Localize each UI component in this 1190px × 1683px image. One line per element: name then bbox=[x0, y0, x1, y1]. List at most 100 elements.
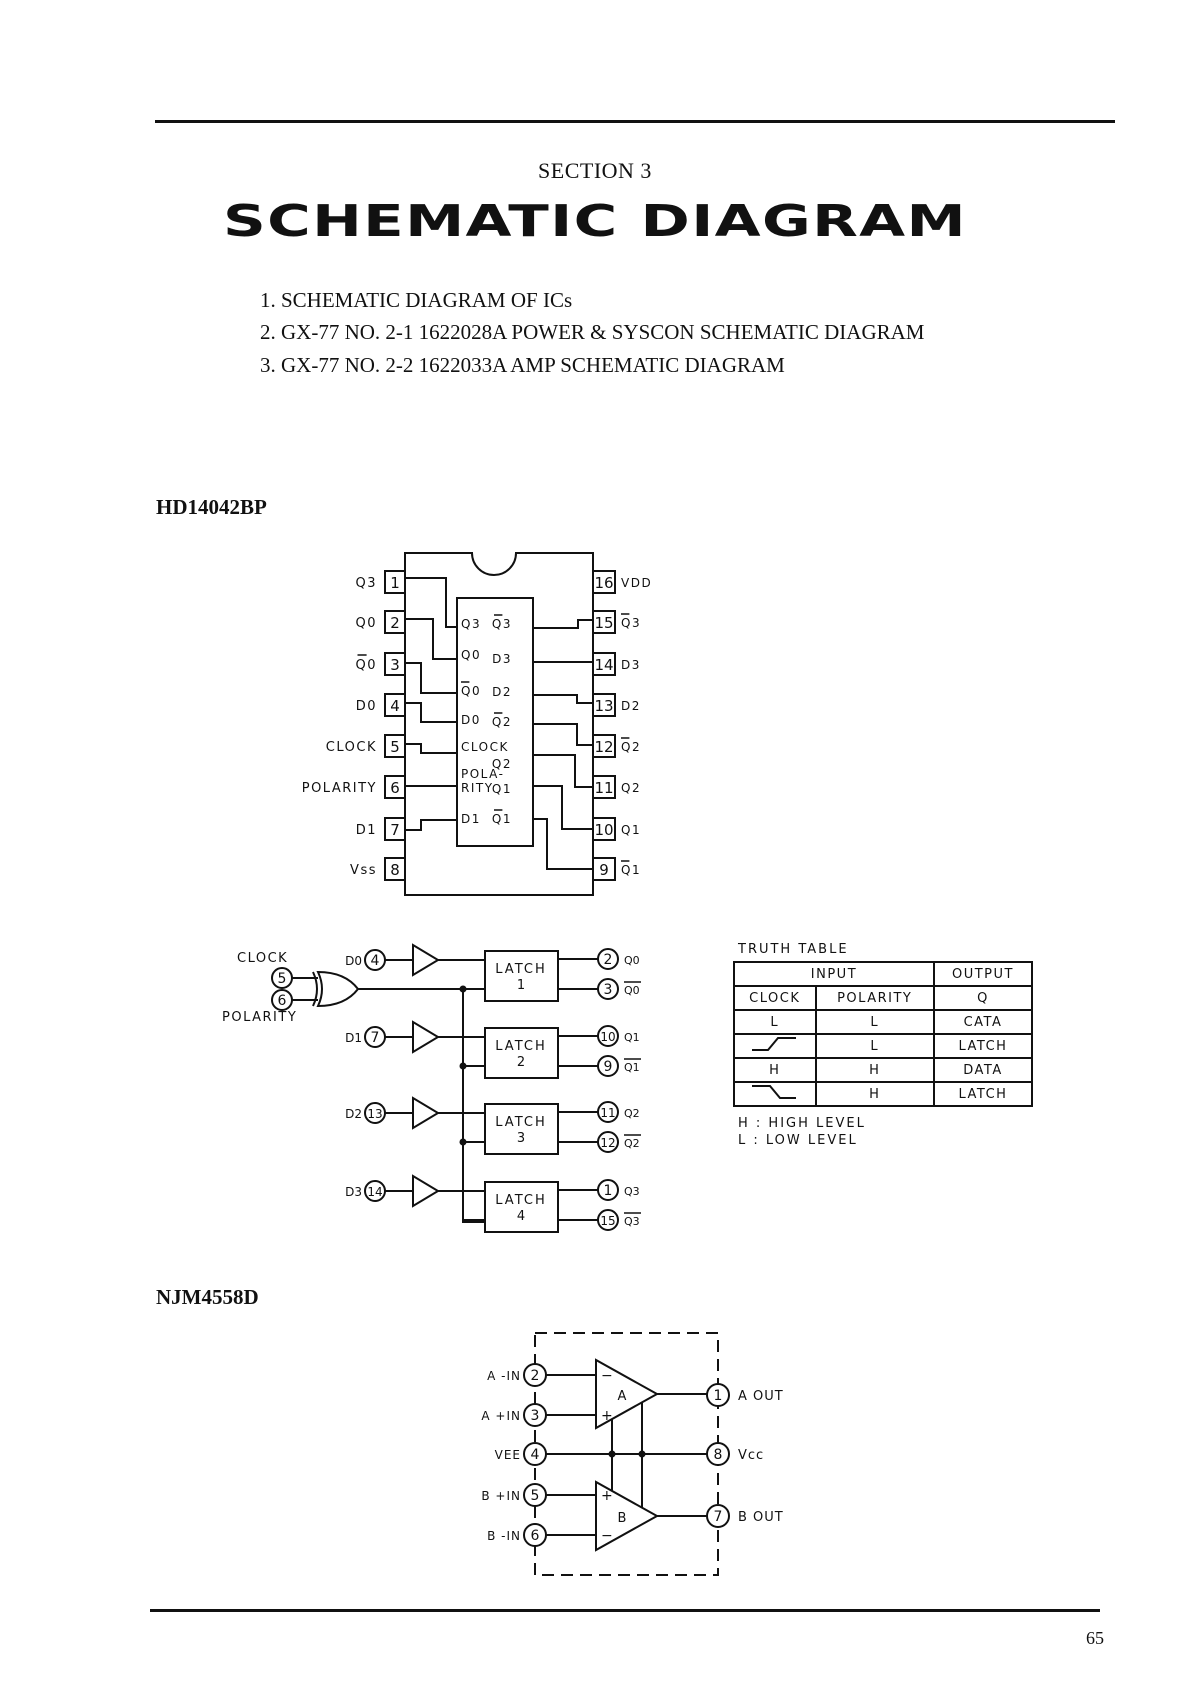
pin-number: 10 bbox=[600, 1030, 615, 1044]
rising-edge-icon bbox=[751, 1037, 796, 1051]
pin-number: 1 bbox=[604, 1183, 613, 1199]
pin-number: 4 bbox=[531, 1447, 540, 1463]
pin-circle bbox=[597, 1101, 619, 1123]
latch-name: LATCH bbox=[495, 962, 546, 977]
pin-number: 1 bbox=[390, 574, 400, 592]
pin-number: 14 bbox=[367, 1185, 382, 1199]
pin-number: 15 bbox=[594, 614, 613, 632]
plus-sign: + bbox=[601, 1408, 613, 1424]
pin-label: CLOCK bbox=[326, 740, 377, 755]
pin-circle bbox=[597, 1209, 619, 1231]
input-label: D1 bbox=[345, 1031, 362, 1045]
inner-label: Q3 bbox=[492, 617, 512, 631]
pin-label: Vss bbox=[350, 863, 377, 878]
pin-number: 12 bbox=[600, 1136, 615, 1150]
cell-clock: H bbox=[733, 1057, 817, 1083]
pin-label: B OUT bbox=[738, 1510, 784, 1525]
polarity-label: POLARITY bbox=[222, 1010, 297, 1025]
input-label: D3 bbox=[345, 1185, 362, 1199]
wire bbox=[533, 619, 593, 629]
junction-dot bbox=[608, 1450, 616, 1458]
inner-label: Q0 bbox=[461, 684, 481, 698]
pin-label: A OUT bbox=[738, 1389, 784, 1404]
pin-label: VEE bbox=[495, 1448, 521, 1462]
pin-number: 12 bbox=[594, 738, 613, 756]
cell-clock bbox=[733, 1033, 817, 1059]
input-label: D0 bbox=[345, 954, 362, 968]
clock-label: CLOCK bbox=[237, 951, 288, 966]
opamp-b-label: B bbox=[618, 1511, 627, 1526]
pin-label: D2 bbox=[621, 699, 641, 713]
inner-label: Q1 bbox=[492, 812, 512, 826]
pin-label: B +IN bbox=[481, 1489, 521, 1503]
table-row: L L CATA bbox=[733, 1009, 1034, 1035]
opamp-a bbox=[595, 1358, 660, 1430]
pin-label: Q1 bbox=[621, 863, 641, 877]
pin-label: Q0 bbox=[355, 658, 377, 673]
pin-box bbox=[592, 570, 616, 594]
pin-number: 4 bbox=[390, 697, 400, 715]
pin-label: POLARITY bbox=[302, 781, 377, 796]
wire bbox=[405, 743, 457, 754]
ic-name-hd14042bp: HD14042BP bbox=[156, 495, 267, 519]
pin-number: 5 bbox=[390, 738, 400, 756]
output-header: OUTPUT bbox=[932, 961, 1034, 987]
cell-output: LATCH bbox=[932, 1081, 1034, 1107]
cell-polarity: L bbox=[814, 1033, 935, 1059]
minus-sign: − bbox=[601, 1368, 613, 1384]
pin-number: 5 bbox=[278, 971, 287, 987]
inner-label: D2 bbox=[492, 685, 512, 699]
toc-item: 2. GX-77 NO. 2-1 1622028A POWER & SYSCON… bbox=[260, 320, 925, 344]
opamp-a-label: A bbox=[618, 1389, 627, 1404]
pin-number: 3 bbox=[604, 982, 613, 998]
latch-box bbox=[484, 1027, 559, 1079]
pin-box bbox=[384, 857, 406, 881]
page-title: SCHEMATIC DIAGRAM bbox=[223, 196, 967, 247]
pin-number: 2 bbox=[604, 952, 613, 968]
pin-number: 3 bbox=[390, 656, 400, 674]
input-label: D2 bbox=[345, 1107, 362, 1121]
ic-body bbox=[404, 552, 594, 896]
pin-number: 2 bbox=[531, 1368, 540, 1384]
cell-polarity: H bbox=[814, 1081, 935, 1107]
pin-box bbox=[592, 610, 616, 634]
inner-label: D0 bbox=[461, 713, 481, 727]
pin-number: 8 bbox=[714, 1447, 723, 1463]
page-number: 65 bbox=[1086, 1628, 1104, 1648]
cell-clock bbox=[733, 1081, 817, 1107]
output-label: Q1 bbox=[624, 1031, 640, 1044]
latch-box bbox=[484, 950, 559, 1002]
wire bbox=[533, 754, 593, 788]
top-rule bbox=[155, 120, 1115, 123]
pin-label: Q0 bbox=[355, 616, 377, 631]
pin-number: 16 bbox=[594, 574, 613, 592]
inner-label: Q3 bbox=[461, 617, 481, 631]
buffer bbox=[412, 1096, 440, 1130]
inner-label: RITY bbox=[461, 781, 494, 795]
col-q: Q bbox=[932, 985, 1034, 1011]
inner-label: D1 bbox=[461, 812, 481, 826]
cell-clock: L bbox=[733, 1009, 817, 1035]
wire bbox=[462, 989, 485, 1223]
pin-number: 6 bbox=[531, 1528, 540, 1544]
pin-box bbox=[592, 652, 616, 676]
pin-label: B -IN bbox=[487, 1529, 521, 1543]
pin-number: 11 bbox=[600, 1106, 615, 1120]
toc-item: 3. GX-77 NO. 2-2 1622033A AMP SCHEMATIC … bbox=[260, 353, 785, 377]
pin-circle bbox=[597, 1025, 619, 1047]
xor-gate bbox=[316, 970, 360, 1008]
cell-output: CATA bbox=[932, 1009, 1034, 1035]
pin-circle bbox=[597, 1055, 619, 1077]
table-row: L LATCH bbox=[733, 1033, 1034, 1059]
pin-number: 1 bbox=[714, 1388, 723, 1404]
pin-number: 14 bbox=[594, 656, 613, 674]
cell-polarity: H bbox=[814, 1057, 935, 1083]
pin-box bbox=[384, 570, 406, 594]
pin-number: 4 bbox=[371, 953, 380, 969]
falling-edge-icon bbox=[751, 1085, 796, 1099]
inner-label: POLA- bbox=[461, 767, 504, 781]
inner-label: Q2 bbox=[492, 757, 512, 771]
output-label: Q3 bbox=[624, 1215, 640, 1228]
